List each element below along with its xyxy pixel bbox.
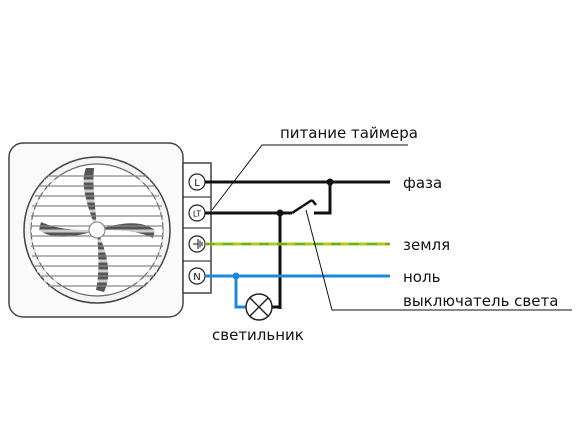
phase-wire xyxy=(205,180,390,215)
phase-junction xyxy=(326,178,334,186)
terminal-n-label: N xyxy=(193,272,200,283)
phase-label: фаза xyxy=(403,174,442,192)
terminal-n: N xyxy=(188,267,206,285)
lamp-label: светильник xyxy=(212,326,304,344)
leader-lines xyxy=(211,144,572,311)
neutral-junction xyxy=(232,272,240,280)
neutral-wire xyxy=(205,274,390,309)
lamp-symbol-icon xyxy=(245,293,282,321)
timer-power-label: питание таймера xyxy=(280,124,418,142)
switched-junction xyxy=(276,209,284,217)
ground-symbol-icon xyxy=(193,239,203,249)
earth-label: земля xyxy=(403,236,450,254)
terminal-ground xyxy=(188,235,206,253)
terminal-l: L xyxy=(188,173,206,191)
exhaust-fan-icon xyxy=(8,142,184,318)
terminal-l-label: L xyxy=(194,178,200,189)
light-switch-label: выключатель света xyxy=(403,292,558,310)
terminal-lt-label: LT xyxy=(193,210,201,219)
terminal-lt: LT xyxy=(188,204,206,222)
switched-wire xyxy=(205,211,292,305)
neutral-label: ноль xyxy=(403,268,440,286)
switch-symbol-icon xyxy=(291,198,317,215)
